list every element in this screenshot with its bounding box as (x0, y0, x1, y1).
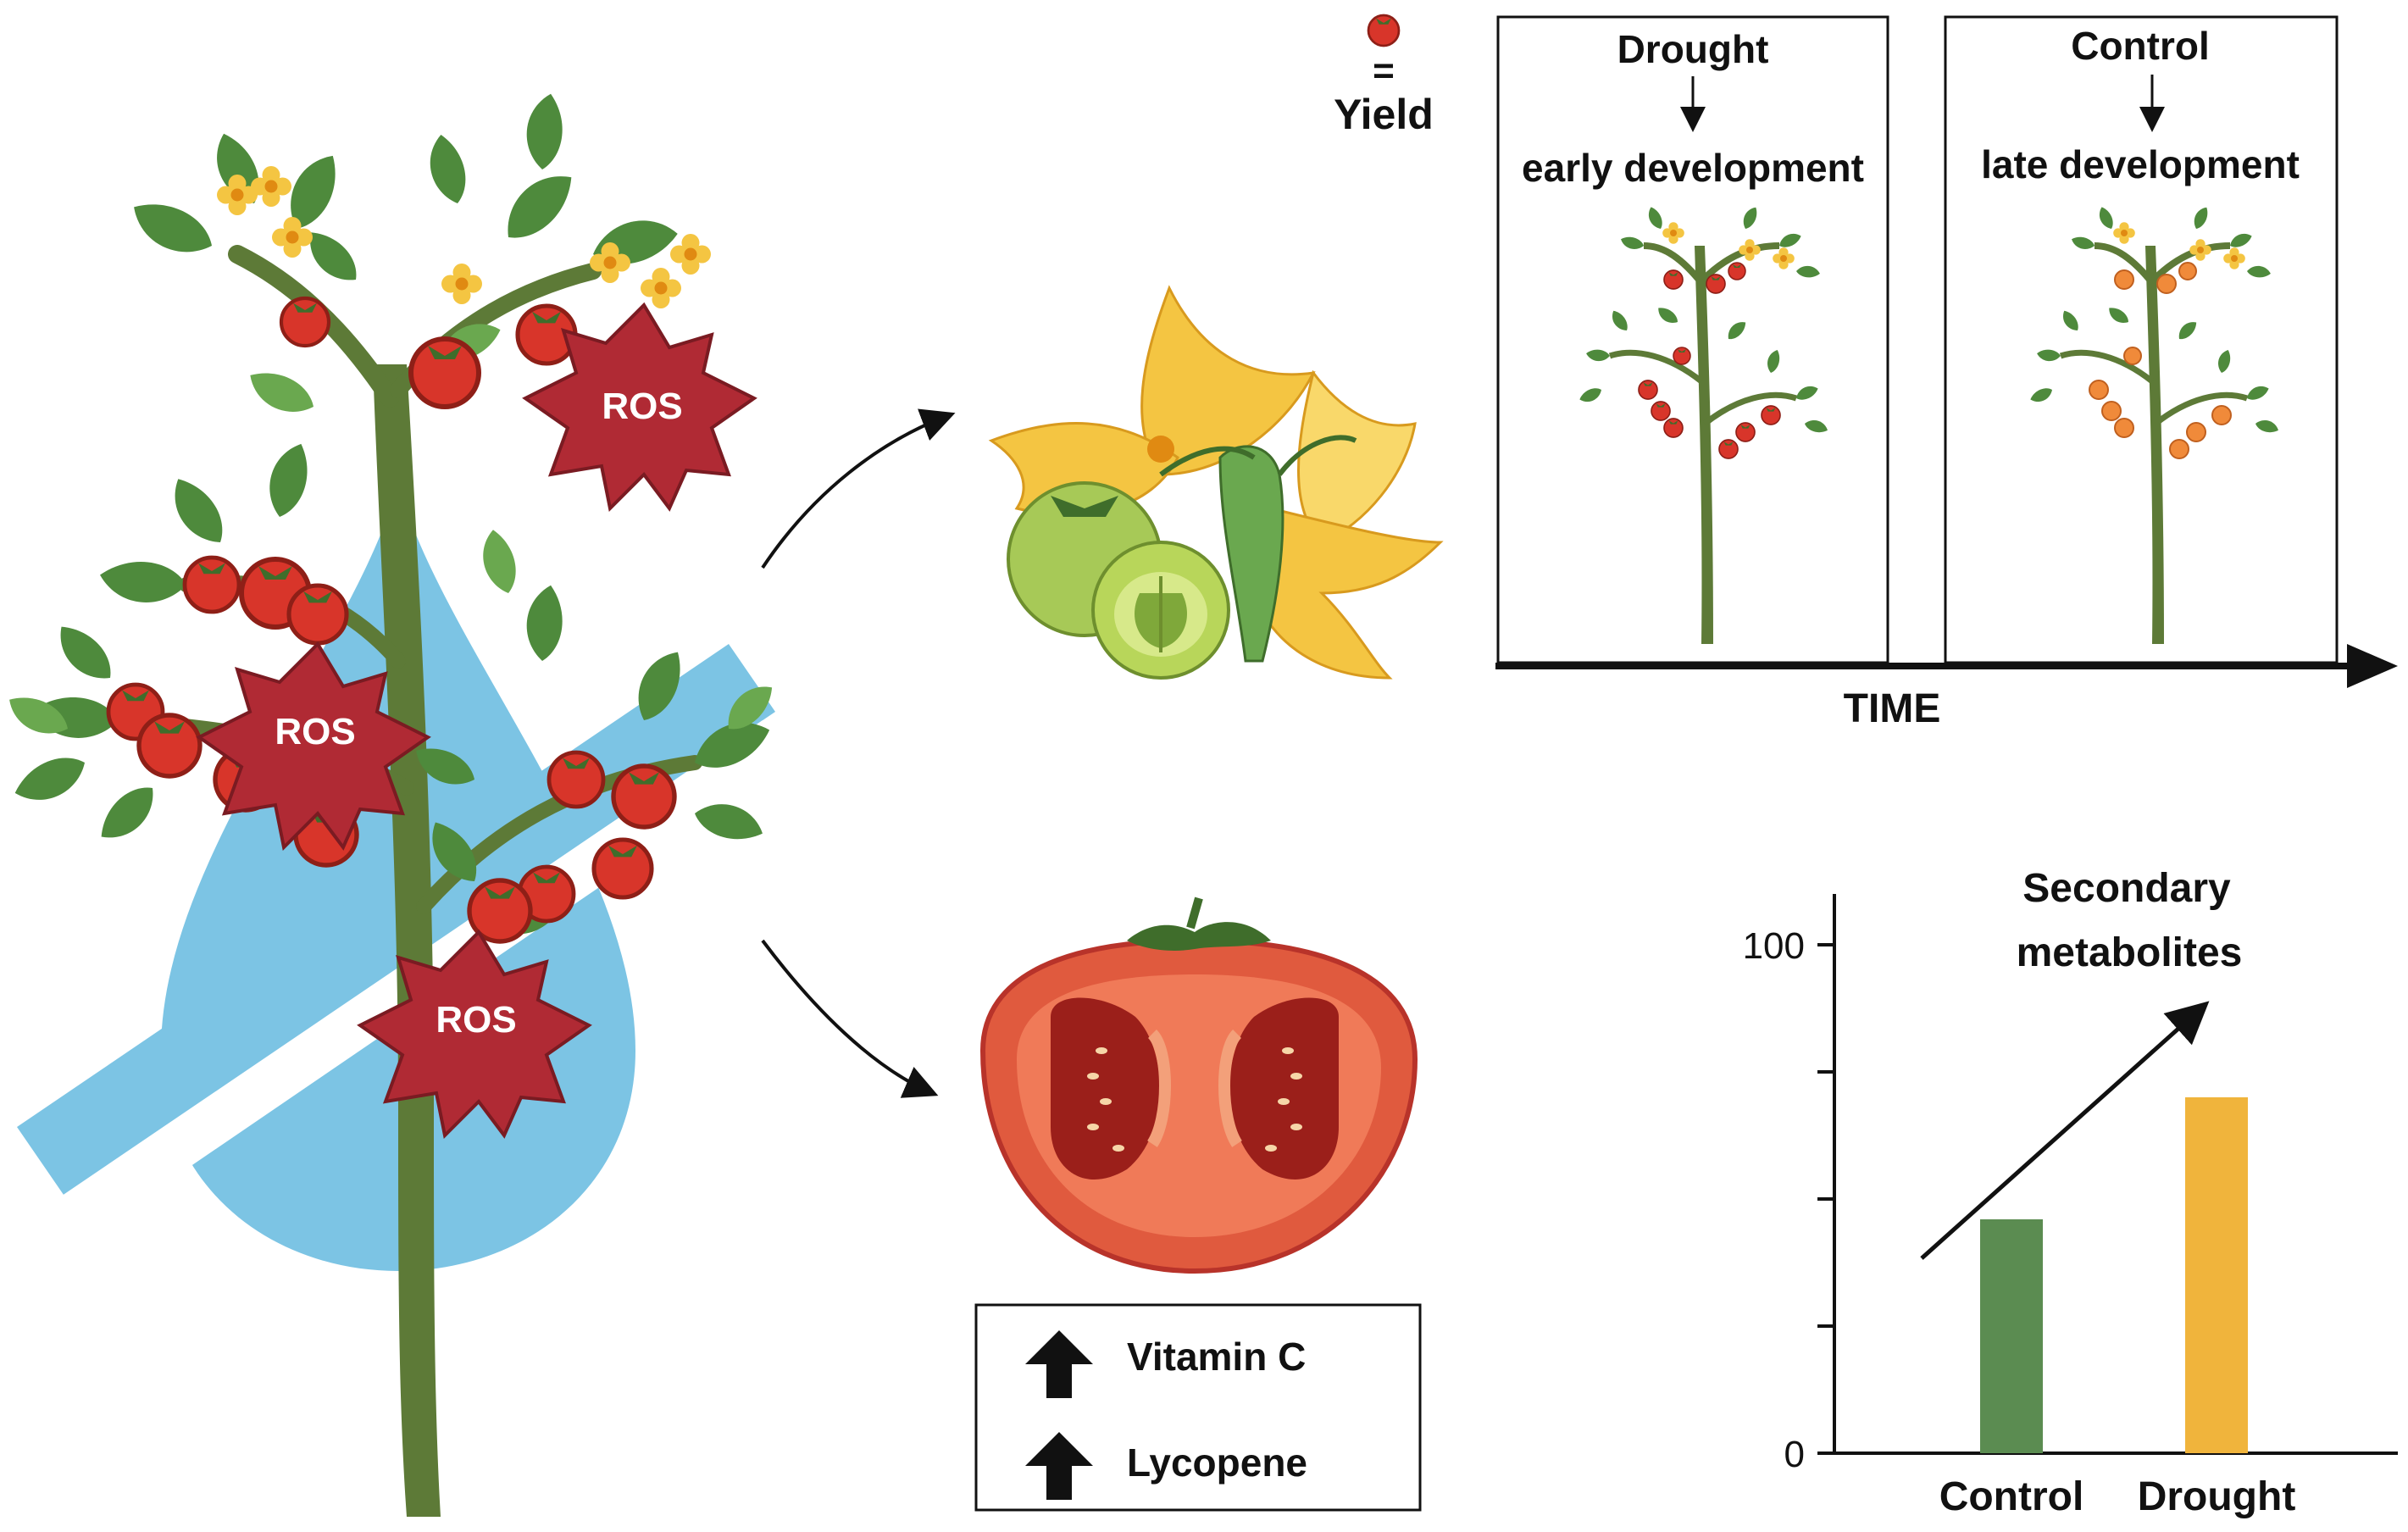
bar-drought (2185, 1097, 2248, 1453)
ros-label-2: ROS (275, 711, 355, 752)
nutrient-box: Vitamin C Lycopene (974, 1303, 1422, 1512)
legend-equals: = (1373, 50, 1395, 92)
chart-title-line-1: Secondary (2022, 866, 2231, 911)
timeline-panels: Drought early development Control late d… (1495, 15, 2398, 731)
ros-label-1: ROS (602, 386, 682, 427)
y-tick-label: 0 (1784, 1434, 1805, 1475)
drought-plant-small (1577, 204, 1830, 644)
legend-yield: Yield (1334, 91, 1434, 138)
nutrient-lycopene: Lycopene (1127, 1440, 1307, 1485)
bar-control (1980, 1219, 2043, 1453)
metabolites-bar-chart: Secondary metabolites 0 100 Control Drough… (1743, 866, 2398, 1519)
nutrient-vitamin-c: Vitamin C (1127, 1335, 1306, 1379)
chart-title-line-2: metabolites (2017, 930, 2243, 975)
chart-bars (1980, 1097, 2248, 1453)
control-plant-small (2028, 204, 2281, 644)
ros-burst-2: ROS (196, 641, 431, 852)
flower-and-green-fruit-illustration (988, 285, 1444, 680)
trend-arrow (1920, 1001, 2210, 1260)
drought-panel-condition: Drought (1617, 27, 1769, 71)
ros-label-3: ROS (436, 999, 516, 1041)
time-axis-label: TIME (1844, 686, 1941, 731)
chart-y-ticks: 0 100 (1743, 925, 1834, 1475)
ros-burst-1: ROS (522, 302, 757, 513)
halved-red-tomato-illustration (979, 896, 1418, 1274)
tomato-icon (1367, 14, 1401, 47)
yield-legend: = Yield (1334, 14, 1434, 138)
arrow-to-tomato (761, 939, 939, 1098)
drought-panel-outcome: early development (1522, 146, 1864, 190)
control-panel-outcome: late development (1981, 142, 2300, 186)
control-panel (1944, 15, 2339, 664)
time-axis-arrowhead (2347, 644, 2398, 688)
up-arrow-icon (1025, 1432, 1093, 1500)
drought-plant-illustration: ROS ROS ROS (2, 91, 788, 1517)
category-label-drought: Drought (2138, 1474, 2296, 1519)
control-panel-condition: Control (2071, 24, 2210, 68)
y-tick-label: 100 (1743, 925, 1805, 967)
chart-category-labels: Control Drought (1939, 1474, 2296, 1519)
category-label-control: Control (1939, 1474, 2084, 1519)
ros-burst-3: ROS (357, 929, 592, 1140)
up-arrow-icon (1025, 1330, 1093, 1398)
arrow-to-flower (761, 408, 956, 569)
